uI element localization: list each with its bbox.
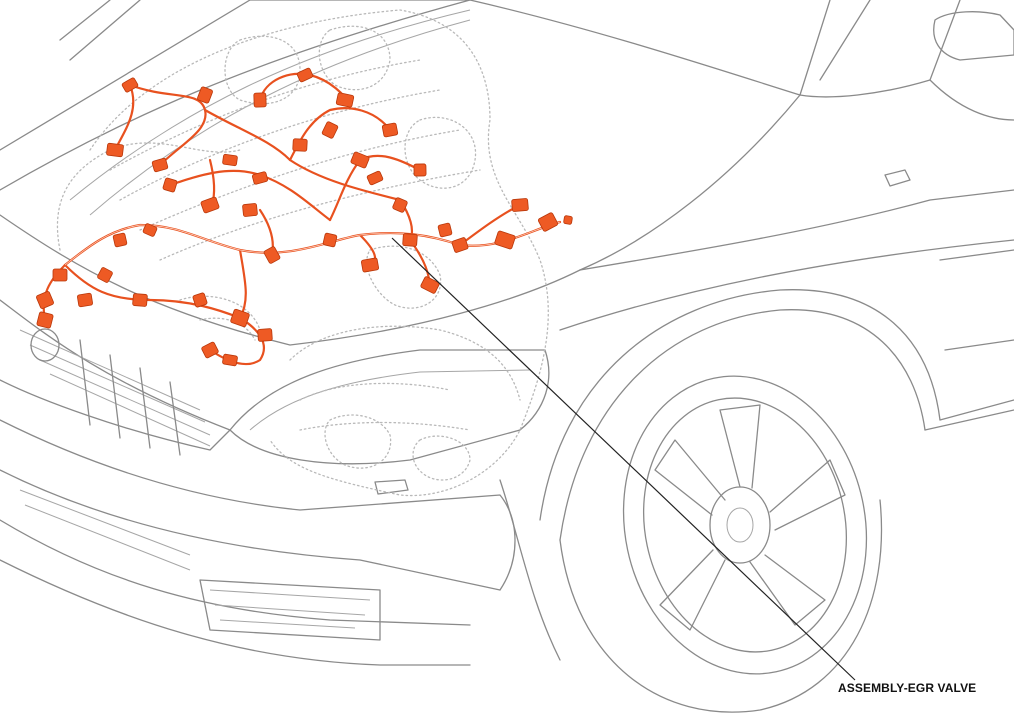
harness-connector	[97, 267, 113, 283]
harness-connector	[112, 232, 128, 248]
harness-connector	[322, 232, 338, 248]
harness-connector	[197, 86, 213, 104]
harness-connector	[36, 291, 54, 309]
egr-valve-callout-label: ASSEMBLY-EGR VALVE	[838, 681, 977, 695]
engine-wiring-harness	[36, 67, 573, 367]
harness-connector	[257, 328, 273, 342]
harness-connector	[563, 215, 573, 225]
harness-connector	[162, 177, 178, 193]
vehicle-outline	[0, 0, 1014, 713]
harness-connector	[142, 223, 158, 237]
harness-connector	[366, 170, 384, 186]
harness-connector	[230, 308, 250, 328]
harness-connector	[242, 203, 258, 217]
harness-connector	[321, 121, 339, 139]
harness-connector	[151, 157, 169, 173]
harness-connector	[420, 276, 440, 294]
harness-connector	[350, 151, 370, 169]
harness-connector	[537, 212, 559, 232]
harness-connector	[200, 196, 220, 214]
harness-connector	[222, 353, 238, 367]
harness-connectors	[36, 67, 573, 367]
egr-valve-leader-line	[391, 237, 856, 681]
harness-connector	[360, 257, 380, 273]
harness-connector	[253, 92, 267, 108]
harness-connector	[251, 171, 269, 185]
harness-connector	[106, 142, 124, 158]
harness-connector	[192, 292, 208, 308]
harness-connector	[392, 197, 408, 213]
harness-connector	[132, 293, 148, 307]
harness-connector	[201, 341, 219, 359]
harness-connector	[511, 198, 529, 212]
engine-dotted-outline	[56, 9, 549, 497]
harness-connector	[451, 237, 469, 253]
harness-connector	[402, 233, 418, 247]
harness-connector	[263, 246, 281, 264]
harness-connector	[335, 92, 355, 108]
harness-connector	[52, 268, 68, 282]
harness-connector	[494, 230, 516, 250]
harness-connector	[413, 163, 427, 177]
harness-connector	[222, 153, 238, 167]
harness-connector	[292, 138, 308, 152]
harness-connector	[77, 292, 93, 308]
harness-connector	[36, 311, 54, 329]
harness-connector	[296, 67, 314, 83]
harness-connector	[437, 222, 453, 238]
harness-connector	[121, 77, 139, 93]
harness-connector	[381, 122, 399, 138]
